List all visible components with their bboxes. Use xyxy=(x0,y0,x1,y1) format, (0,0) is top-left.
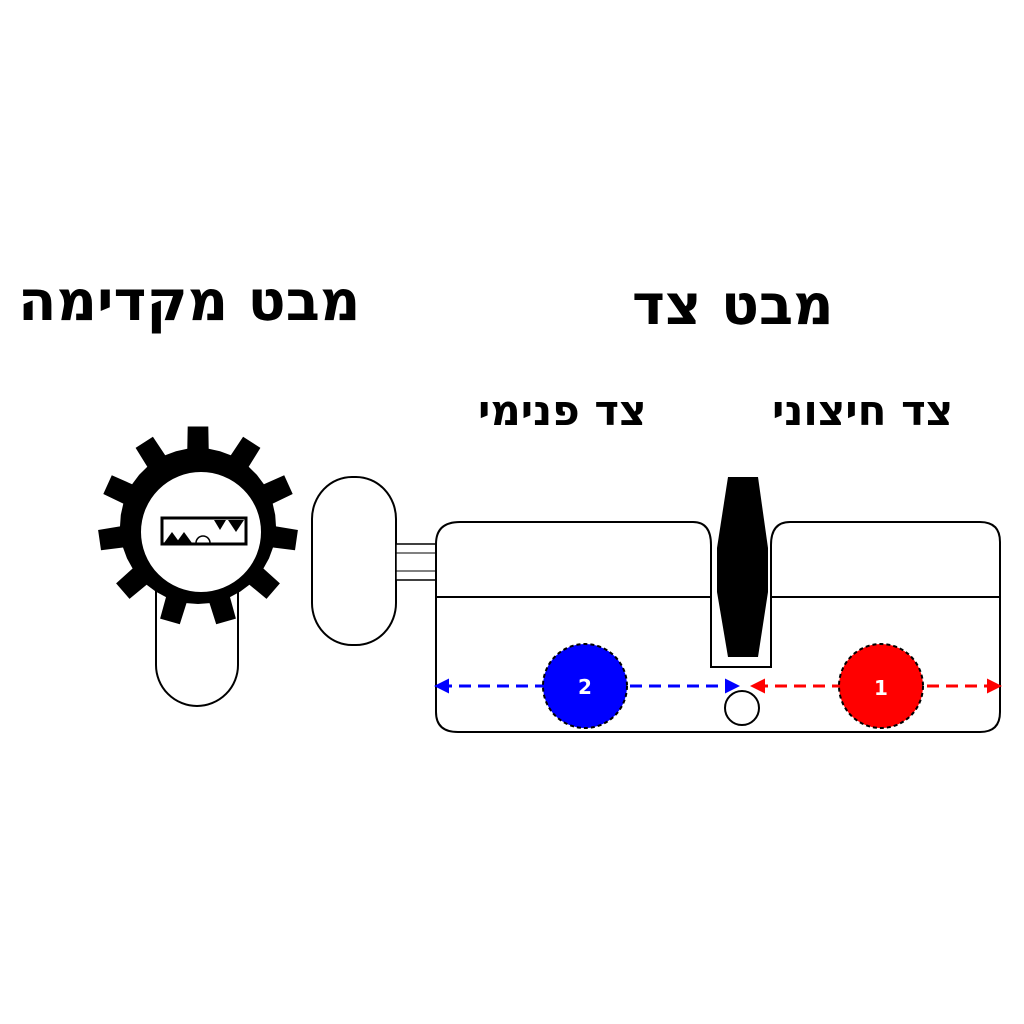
key-slot-icon xyxy=(160,516,248,546)
inner-marker-number: 2 xyxy=(578,675,592,699)
knob-shaft xyxy=(395,543,439,581)
outer-marker-number: 1 xyxy=(874,676,888,700)
side-view-group: 2 1 xyxy=(311,476,1002,733)
front-view-title: מבט מקדימה xyxy=(18,269,361,334)
inner-side-label: צד פנימי xyxy=(478,386,647,435)
front-view-group xyxy=(98,426,298,707)
side-view-title: מבט צד xyxy=(632,273,834,338)
outer-marker: 1 xyxy=(838,643,924,729)
inner-marker: 2 xyxy=(542,643,628,729)
screw-hole xyxy=(724,690,760,726)
cam-icon xyxy=(717,477,768,657)
outer-side-label: צד חיצוני xyxy=(772,386,954,435)
thumb-turn-knob xyxy=(311,476,397,646)
